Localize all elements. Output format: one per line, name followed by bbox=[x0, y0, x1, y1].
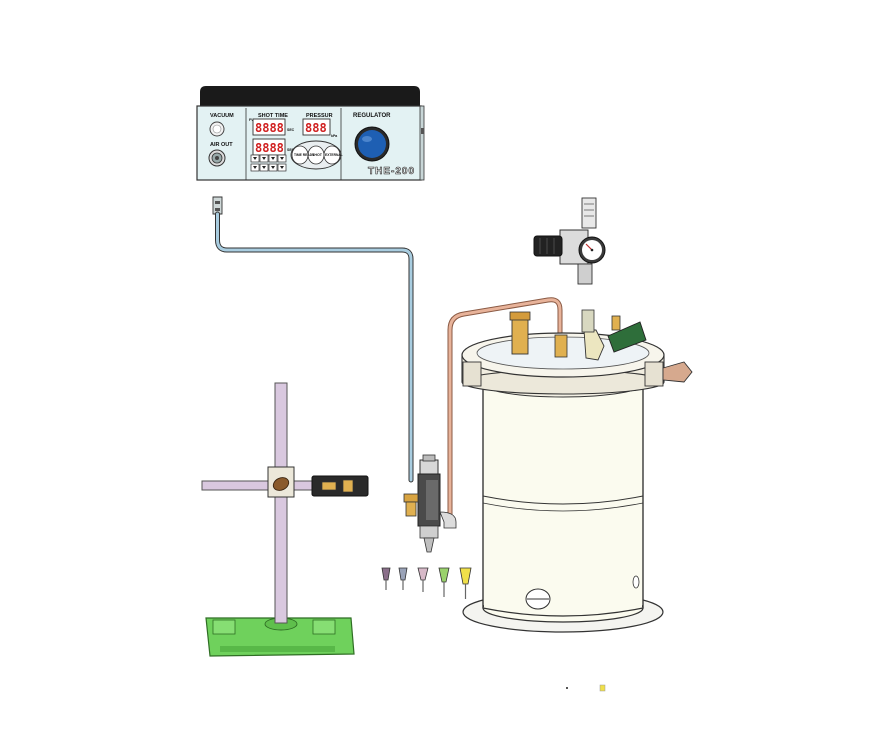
valve-nozzle bbox=[423, 537, 435, 553]
tank-seam-line bbox=[482, 495, 644, 505]
valve-cap bbox=[419, 459, 439, 475]
air-out-label: AIR OUT bbox=[210, 142, 233, 148]
pressure-tank bbox=[461, 309, 693, 633]
mode-button-pad: TIME READY SHOT EXTERNAL bbox=[290, 140, 343, 170]
clamp-lever[interactable] bbox=[662, 361, 693, 383]
coupler-ring-icon bbox=[215, 201, 220, 204]
fluid-outlet-nut bbox=[509, 311, 531, 321]
fitting-thread-icon bbox=[584, 203, 594, 217]
shot-time-display-2-value: 8888 bbox=[255, 141, 284, 155]
gauge-needle-icon bbox=[585, 243, 593, 251]
pressure-kpa-label: kPa bbox=[331, 134, 337, 138]
external-button[interactable] bbox=[323, 145, 341, 165]
hose-quick-coupler bbox=[212, 196, 223, 215]
vacuum-button-cap-icon bbox=[212, 124, 222, 134]
controller-top-cover bbox=[200, 86, 420, 108]
relief-valve-stem bbox=[611, 315, 621, 331]
pressure-display-value: 888 bbox=[305, 121, 327, 135]
valve-body-shade bbox=[426, 480, 438, 520]
stand-base-front-shade bbox=[220, 646, 335, 652]
valve-fluid-elbow bbox=[439, 511, 457, 529]
vacuum-label: VACUUM bbox=[210, 113, 234, 119]
valve-air-fitting-nut bbox=[405, 501, 417, 517]
dispense-tip-5 bbox=[459, 567, 472, 599]
clamp-block-left bbox=[462, 361, 482, 387]
pressure-display bbox=[302, 118, 331, 136]
coupler-ring-icon-2 bbox=[215, 208, 220, 211]
triangle-down-icon-2 bbox=[253, 166, 284, 169]
fluid-outlet-fitting bbox=[511, 317, 529, 355]
pressure-label: PRESSUR bbox=[306, 113, 333, 119]
regulator-outlet-fitting bbox=[577, 263, 593, 285]
air-regulator bbox=[533, 197, 606, 285]
regulator-label: REGULATOR bbox=[353, 113, 391, 119]
relief-valve-handle[interactable] bbox=[607, 321, 647, 353]
valve-holder-fitting bbox=[321, 481, 337, 491]
shot-time-sec-label: SEC bbox=[287, 128, 295, 132]
dispense-tip-1 bbox=[381, 567, 391, 590]
digit-adjust-buttons bbox=[250, 154, 287, 172]
clamp-block-right bbox=[644, 361, 664, 387]
shot-time-display-value: 8888 bbox=[255, 121, 284, 135]
clamp-thumb-screw[interactable] bbox=[271, 475, 291, 493]
valve-nozzle-base bbox=[419, 525, 439, 539]
triangle-down-icon bbox=[253, 157, 284, 160]
stand-arm bbox=[201, 480, 313, 491]
shot-time-display bbox=[252, 118, 286, 136]
fluid-inlet-fitting bbox=[554, 334, 568, 358]
shot-time-2-sec-label: SEC bbox=[287, 148, 295, 152]
valve-air-fitting bbox=[403, 493, 419, 503]
dispense-tip-4 bbox=[438, 567, 450, 597]
tank-bottom-curve bbox=[482, 607, 644, 617]
regulator-adjust-knob[interactable] bbox=[533, 235, 563, 257]
tank-seam-line-2 bbox=[482, 502, 644, 512]
air-inlet-fitting bbox=[581, 309, 595, 333]
stray-mark bbox=[566, 687, 568, 689]
tank-body-fill bbox=[484, 380, 642, 608]
brand-label: THE-200 bbox=[368, 166, 415, 177]
air-hose bbox=[212, 196, 414, 483]
stand-pole bbox=[274, 382, 288, 624]
shot-button-label: SHOT bbox=[312, 153, 323, 157]
time-ready-button-label: TIME READY bbox=[294, 153, 315, 157]
regulator-inlet-fitting bbox=[581, 197, 597, 229]
external-button-label: EXTERNAL bbox=[325, 153, 343, 157]
stray-yellow-mark bbox=[599, 684, 606, 692]
valve-stand bbox=[201, 382, 369, 657]
dispense-tips bbox=[381, 567, 472, 599]
hose-outline bbox=[215, 211, 414, 483]
dispense-tip-2 bbox=[398, 567, 408, 590]
valve-holder-fitting-2 bbox=[342, 479, 354, 493]
shot-time-label: SHOT TIME bbox=[258, 113, 288, 119]
dispense-tip-3 bbox=[417, 567, 429, 592]
tank-side-port bbox=[632, 575, 640, 589]
air-out-port-hole-icon bbox=[215, 156, 219, 160]
controller-side bbox=[419, 105, 425, 181]
regulator-knob[interactable] bbox=[358, 130, 386, 158]
regulator-knob-highlight bbox=[362, 136, 372, 142]
hose-tube bbox=[216, 212, 413, 482]
stand-base-slot-left bbox=[212, 619, 236, 635]
controller-side-port bbox=[421, 128, 424, 134]
fluid-line bbox=[447, 297, 563, 525]
dispenser-controller: VACUUM AIR OUT SHOT TIME FV 8888 SEC 888… bbox=[196, 86, 425, 181]
shot-time-fv-label: FV bbox=[249, 118, 254, 122]
stand-base-slot-right bbox=[312, 619, 336, 635]
gauge-pivot-icon bbox=[590, 248, 594, 252]
valve-holder bbox=[311, 475, 369, 497]
valve-top-fitting bbox=[422, 454, 436, 462]
dispensing-valve bbox=[403, 454, 457, 553]
fluid-line-tube bbox=[448, 298, 562, 525]
